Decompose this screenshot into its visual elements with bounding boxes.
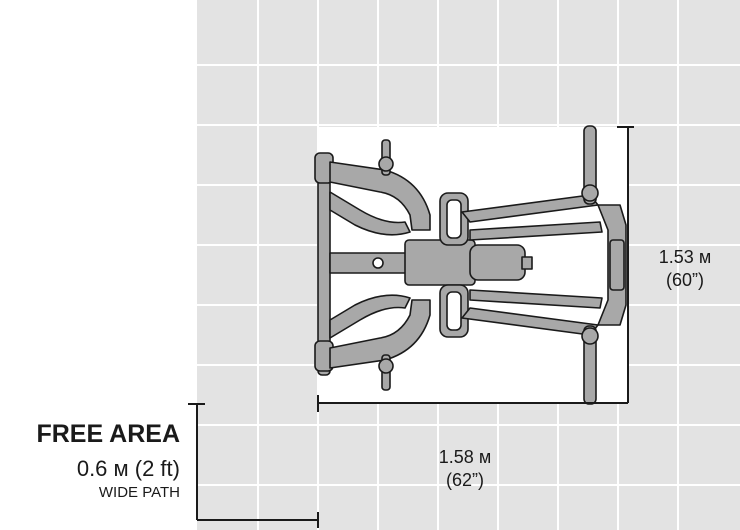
- depth-dimension-label: 1.53 м (60”): [630, 246, 740, 291]
- dimension-lines: [188, 126, 634, 528]
- width-metric: 1.58 м: [438, 447, 492, 467]
- gym-machine-icon: [314, 125, 627, 405]
- floor-grid: [197, 0, 740, 530]
- depth-imperial: (60”): [665, 269, 704, 290]
- width-dimension-label: 1.58 м (62”): [410, 446, 520, 491]
- depth-metric: 1.53 м: [658, 247, 712, 267]
- free-area-distance: 0.6 м (2 ft): [76, 456, 180, 481]
- free-area-note: WIDE PATH: [98, 484, 180, 501]
- width-imperial: (62”): [445, 469, 484, 490]
- free-area-title: FREE AREA: [36, 420, 180, 448]
